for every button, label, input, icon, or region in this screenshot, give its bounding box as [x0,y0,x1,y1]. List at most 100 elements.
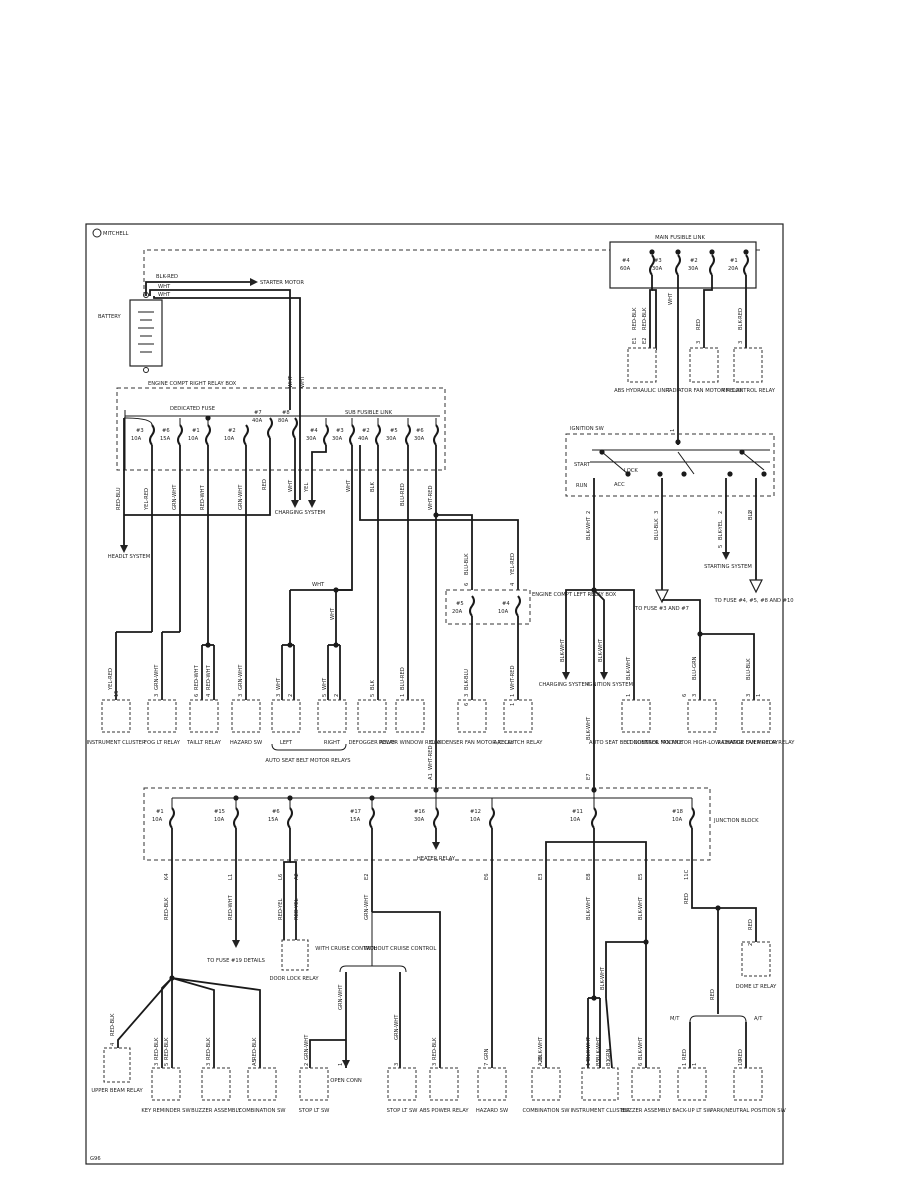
wire-label: RED-YEL [294,898,300,920]
junction-block [143,787,711,861]
relay-fuse: #7 40A [252,410,273,439]
power-window-relay-box [395,699,425,733]
instrument-cluster-b-label: INSTRUMENT CLUSTER [570,1108,630,1114]
abs-unit-box [627,347,657,383]
wire-label: WHT [158,284,171,290]
pin-label: 5 [164,1063,170,1066]
relay-fuse: #8 80A [278,410,298,439]
pin-label: K4 [164,873,170,880]
wire-label: WHT [300,375,306,388]
relay-fuse: #2 10A [224,424,249,446]
sub-fuse: #5 30A [386,424,411,446]
wire-label: BLK-WHT [586,516,592,540]
wire-label: WHT [330,607,336,620]
wire-label: YEL-RED [108,668,114,691]
left-relay-box [445,589,531,625]
pin-label: 1 [510,703,516,706]
svg-text:20A: 20A [452,609,463,615]
wire-label: RED [682,1049,688,1060]
wire-label: RED-BLK [632,307,638,330]
pin-label: 1 [510,694,516,697]
pin-label: A5 [252,1059,258,1066]
dome-relay-label: DOME LT RELAY [736,984,778,990]
relay-fuse: #1 10A [188,424,211,446]
sub-fusible-title: SUB FUSIBLE LINK [345,410,393,416]
svg-text:30A: 30A [386,436,397,442]
wire-label: RED-WHT [228,894,234,920]
svg-text:#4: #4 [622,258,630,264]
charging-top-label: CHARGING SYSTEM [275,510,325,516]
backup-lt-sw-box [677,1067,707,1101]
pin-label: 15 [114,690,120,697]
svg-text:30A: 30A [688,266,699,272]
dedicated-fuse-title: DEDICATED FUSE [170,406,215,412]
pin-label: 4 [110,1042,116,1046]
headlt-label: HEADLT SYSTEM [108,554,150,560]
heater-relay-label: HEATER RELAY [417,856,456,862]
svg-text:#15: #15 [214,809,225,815]
dome-relay-box [741,941,771,977]
svg-text:#7: #7 [254,410,262,416]
wire-label: WHT [288,479,294,492]
wire-label: GRN [484,1048,490,1060]
wire-label: RED-WHT [200,484,206,510]
junction-fuse: #15 10A [214,807,239,829]
pin-label: 6 [464,703,470,706]
wire-label: GRN-WHT [338,984,344,1010]
auto-seat-module-label: AUTO SEAT BELT CONTROL MODULE [589,740,683,746]
wire-label: RED-BLK [206,1037,212,1060]
buzzer-assembly-label: BUZZER ASSEMBLY [191,1108,242,1114]
fog-relay-box [147,699,177,733]
ac-clutch-relay-box [503,699,533,733]
left-label: LEFT [280,740,293,746]
condenser-hilo-relay-box [687,699,717,733]
pin-label: 3 [696,341,702,344]
pin-label: 3 [692,694,698,697]
wire-label: WHT-RED [510,666,516,690]
charging-mid-label: CHARGING SYSTEM [539,682,589,688]
right-relay-comp-box [317,699,347,733]
main-fuse: #3 30A [652,254,681,276]
wire-label: GRN-WHT [304,1034,310,1060]
svg-text:30A: 30A [306,436,317,442]
svg-text:#4: #4 [310,428,318,434]
sub-fuse: #3 30A [332,424,355,446]
wire-label: BLK-WHT [600,966,606,990]
at-label: A/T [754,1016,763,1022]
hazard-sw-bottom-label: HAZARD SW [476,1108,508,1114]
key-reminder-sw-label: KEY REMINDER SW [141,1108,190,1114]
wire-label: RED-BLK [164,1037,170,1060]
instrument-cluster-b-box [581,1067,619,1101]
battery-label: BATTERY [98,314,121,320]
left-relay-label: ENGINE COMPT LEFT RELAY BOX [532,592,617,598]
brand-label: MITCHELL [103,231,129,237]
right-label: RIGHT [324,740,341,746]
svg-text:#4: #4 [502,601,510,607]
svg-text:15A: 15A [350,817,361,823]
relay-fuse: #6 15A [160,424,183,446]
wire-label: RED [748,919,754,930]
park-neutral-sw-label: PARK/NEUTRAL POSITION SW [710,1108,785,1114]
wire-label: RED-YEL [278,898,284,920]
wire-label: BLU-BLK [746,658,752,680]
stop-lt-sw-a-label: STOP LT SW [299,1108,330,1114]
wire-label: RED [684,893,690,904]
svg-text:#5: #5 [390,428,398,434]
wire-label: RED-BLK [252,1037,258,1060]
combination-sw-b-label: COMBINATION SW [522,1108,569,1114]
condenser-hilo-relay-label: CONDENSER FAN MOTOR HIGH-LOW CHANGE OVER… [626,740,779,746]
svg-text:#6: #6 [416,428,424,434]
junction-fuse: #12 10A [470,807,495,829]
brand-icon [92,228,102,238]
sub-fuse: #6 30A [414,424,439,446]
wire-label: RED [710,989,716,1000]
wire-label: WHT [322,677,328,690]
wire-label: WHT [346,479,352,492]
pin-label: 3 [432,1063,438,1066]
wire-label: RED [738,1049,744,1060]
abs-unit-label: ABS HYDRAULIC UNIT [614,388,671,394]
svg-text:#17: #17 [350,809,361,815]
wire-label: BLU-BLK [464,553,470,575]
svg-text:30A: 30A [652,266,663,272]
pin-label: 3 [738,341,744,344]
